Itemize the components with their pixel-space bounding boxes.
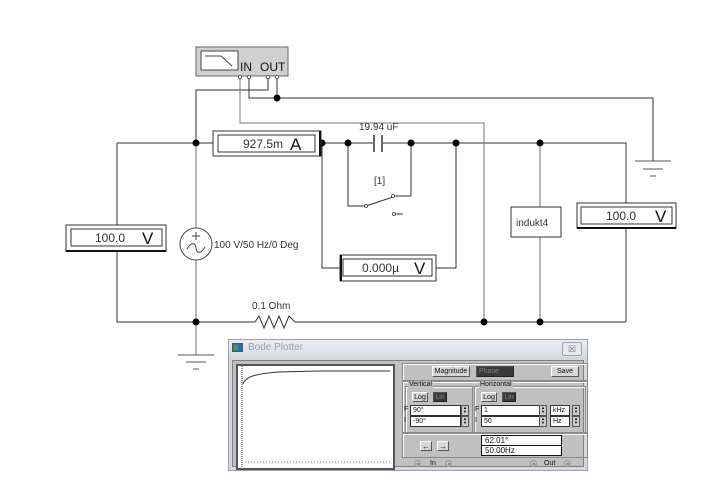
horizontal-final-input[interactable]: 1 [481, 405, 540, 416]
frequency-readout: 50.00Hz [481, 445, 562, 456]
voltmeter-capacitor[interactable]: 0.000µ V [339, 254, 437, 282]
wires [116, 79, 654, 355]
capacitor-label: 19.94 uF [359, 122, 398, 133]
cursor-right-button[interactable]: → [437, 441, 449, 451]
bode-plotter-window[interactable]: Bode Plotter ☒ Magnitude Phase Save Vert… [228, 339, 588, 471]
switch-blade [365, 196, 394, 207]
vertical-title: Vertical [408, 381, 433, 388]
ground-icon [635, 160, 671, 177]
horizontal-lin-button[interactable]: Lin [502, 392, 516, 402]
ac-source-icon[interactable] [179, 227, 213, 261]
bode-in-label: IN [240, 60, 252, 74]
resistor-label: 0.1 Ohm [252, 301, 290, 312]
voltmeter-cap-unit: V [414, 259, 426, 278]
horizontal-log-button[interactable]: Log [481, 392, 497, 402]
out-plus-terminal[interactable] [530, 460, 537, 467]
wire [347, 143, 365, 207]
ground-icon [178, 354, 214, 370]
readout-panel [402, 433, 588, 458]
close-button[interactable]: ☒ [562, 342, 582, 356]
lowpass-icon [205, 55, 233, 67]
phase-button[interactable]: Phase [476, 366, 514, 377]
horizontal-initial-unit-spinner[interactable]: ▲▼ [572, 416, 580, 427]
horizontal-initial-label: I [475, 417, 477, 424]
bode-out-label: OUT [260, 60, 286, 74]
wire [540, 142, 627, 206]
ammeter[interactable]: 927.5m A [212, 130, 322, 157]
vertical-initial-input[interactable]: -90° [410, 416, 461, 427]
wire [276, 79, 654, 161]
bode-plot-display [236, 364, 395, 470]
vertical-final-spinner[interactable]: ▲▼ [461, 405, 469, 416]
wire [239, 79, 485, 322]
voltmeter-cap-value: 0.000µ [362, 261, 399, 275]
wire [394, 143, 412, 197]
mode-panel [402, 363, 588, 381]
ammeter-value: 927.5m [243, 137, 283, 151]
bode-plotter-instrument[interactable]: IN OUT [195, 46, 289, 80]
wire [248, 79, 277, 99]
switch-contacts [364, 194, 396, 216]
window-title: Bode Plotter [248, 342, 304, 353]
source-label: 100 V/50 Hz/0 Deg [214, 240, 299, 251]
horizontal-initial-input[interactable]: 50 [481, 416, 540, 427]
wire [321, 143, 340, 269]
horizontal-group [474, 386, 586, 433]
vertical-lin-button[interactable]: Lin [433, 392, 447, 402]
horizontal-initial-unit[interactable]: Hz [550, 416, 570, 427]
voltmeter-right[interactable]: 100.0 V [576, 202, 677, 229]
in-plus-terminal[interactable] [414, 460, 421, 467]
horizontal-title: Horizontal [479, 381, 513, 388]
save-button[interactable]: Save [551, 366, 579, 377]
wire [116, 251, 196, 323]
voltmeter-left[interactable]: 100.0 V [65, 224, 167, 252]
in-label: In [430, 460, 436, 467]
horizontal-initial-spinner[interactable]: ▲▼ [539, 416, 547, 427]
cursor-left-button[interactable]: ← [420, 441, 432, 451]
horizontal-final-spinner[interactable]: ▲▼ [539, 405, 547, 416]
horizontal-final-unit[interactable]: kHz [550, 405, 570, 416]
voltmeter-right-value: 100.0 [606, 209, 636, 223]
vertical-initial-label: I [404, 417, 406, 424]
voltmeter-right-unit: V [655, 207, 667, 226]
window-body: Magnitude Phase Save Vertical Log Lin F … [232, 360, 588, 470]
out-minus-terminal[interactable] [564, 460, 571, 467]
inductor[interactable]: indukt4 [510, 206, 562, 238]
voltmeter-left-unit: V [142, 229, 154, 248]
vertical-final-label: F [404, 406, 409, 413]
voltmeter-left-value: 100.0 [95, 231, 125, 245]
phase-curve [242, 370, 390, 385]
switch-label: [1] [374, 176, 385, 187]
in-minus-terminal[interactable] [445, 460, 452, 467]
wire [436, 143, 457, 269]
magnitude-button[interactable]: Magnitude [432, 366, 470, 377]
resistor [254, 314, 296, 330]
inductor-label: indukt4 [516, 218, 549, 229]
horizontal-final-unit-spinner[interactable]: ▲▼ [572, 405, 580, 416]
out-label: Out [544, 460, 556, 467]
vertical-group [405, 386, 473, 433]
control-panel: Magnitude Phase Save Vertical Log Lin F … [402, 363, 588, 469]
vertical-final-input[interactable]: 90° [410, 405, 461, 416]
horizontal-final-label: F [475, 406, 480, 413]
vertical-initial-spinner[interactable]: ▲▼ [461, 416, 469, 427]
app-icon [232, 343, 243, 352]
ammeter-unit: A [290, 135, 302, 154]
vertical-log-button[interactable]: Log [412, 392, 428, 402]
title-bar[interactable]: Bode Plotter ☒ [229, 340, 587, 357]
